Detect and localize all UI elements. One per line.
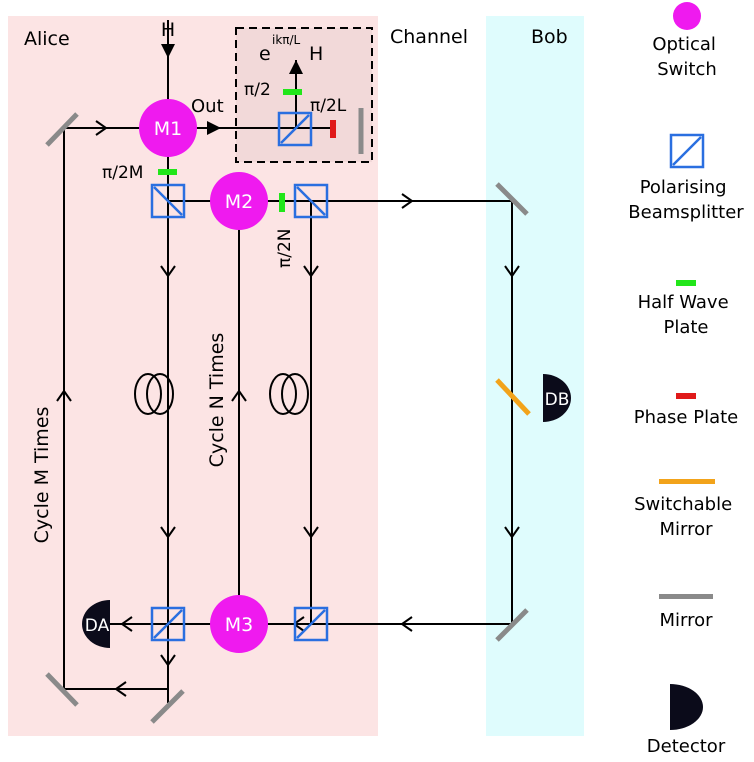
legend-detector-label: Detector <box>647 736 726 757</box>
phase-e-label: e <box>259 43 271 65</box>
direction-arrows <box>56 120 520 697</box>
arrow-down <box>160 526 176 539</box>
legend-hwp-label: Half Wave Plate <box>638 292 735 338</box>
legend-phase-label: Phase Plate <box>634 407 738 428</box>
mirror <box>45 672 79 707</box>
cycle-n-label: Cycle N Times <box>206 333 228 468</box>
pbs-top-right <box>293 183 329 219</box>
arrow-left <box>120 616 133 632</box>
arrow-down <box>160 265 176 278</box>
legend-switchable-icon <box>659 479 715 484</box>
switch-m1-label: M1 <box>154 118 182 140</box>
mirror <box>495 182 529 216</box>
legend-hwp-icon <box>676 280 696 286</box>
arrow-up <box>231 389 247 402</box>
arrow-right <box>401 193 414 209</box>
mirrors <box>45 108 529 724</box>
arrow-left <box>114 681 127 697</box>
legend-detector-icon <box>670 684 703 730</box>
mirror <box>150 689 185 724</box>
arrow-down <box>303 526 319 539</box>
detector-da: DA <box>82 600 110 648</box>
arrow-down <box>504 265 520 278</box>
legend-switchable-label: Switchable Mirror <box>634 494 738 540</box>
pi-2m-label: π/2M <box>102 163 143 183</box>
delay-coil-channel <box>269 373 309 415</box>
mirror <box>495 608 529 642</box>
phase-inset-box <box>235 27 373 163</box>
hwp-pi2 <box>283 89 302 95</box>
detector-db: DB <box>543 374 571 422</box>
arrow-down <box>504 526 520 539</box>
switch-m2-label: M2 <box>225 191 253 213</box>
switch-m2: M2 <box>210 172 268 230</box>
hwp-pi2n <box>279 193 285 212</box>
mirror <box>45 112 79 147</box>
switch-m3-label: M3 <box>225 614 253 636</box>
pbs-inset <box>277 111 313 147</box>
switchable-mirror <box>495 378 531 416</box>
legend-mirror-label: Mirror <box>659 610 713 631</box>
alice-label: Alice <box>24 28 70 50</box>
pi-2l-label: π/2L <box>310 96 347 116</box>
legend-switch-label: Optical Switch <box>652 34 721 80</box>
bob-label: Bob <box>531 26 568 48</box>
out-label: Out <box>191 96 224 117</box>
legend-pbs-label: Polarising Beamsplitter <box>628 177 744 223</box>
arrow-down <box>303 265 319 278</box>
switch-m1: M1 <box>139 99 197 157</box>
phase-h-label: H <box>309 43 323 65</box>
input-h-label: H <box>161 19 175 41</box>
detector-da-label: DA <box>85 616 110 636</box>
legend-mirror-icon <box>659 594 713 599</box>
legend-switch-icon <box>673 2 701 30</box>
cycle-m-label: Cycle M Times <box>31 407 53 544</box>
legend: Optical Switch Polarising Beamsplitter H… <box>628 2 744 757</box>
legend-pbs-icon <box>669 133 705 169</box>
detector-db-label: DB <box>545 390 570 410</box>
inset-up-arrow <box>289 60 303 74</box>
phase-exponent-label: ikπ/L <box>272 33 301 47</box>
delay-coil-alice <box>134 373 174 415</box>
input-arrow <box>161 44 175 58</box>
pbs-top-left <box>150 183 186 219</box>
pbs-bottom-right <box>293 606 329 642</box>
channel-label: Channel <box>390 26 468 48</box>
arrow-right <box>95 120 108 136</box>
pbs-bottom-left <box>150 606 186 642</box>
out-arrow <box>207 121 221 135</box>
pi-2n-label: π/2N <box>275 229 295 269</box>
legend-phase-icon <box>676 393 696 399</box>
bob-region <box>486 16 584 736</box>
arrow-left <box>400 616 413 632</box>
arrow-down <box>160 654 176 667</box>
arrow-up <box>56 389 72 402</box>
hwp-pi2m <box>158 169 177 175</box>
switch-m3: M3 <box>210 595 268 653</box>
phase-plate <box>330 120 336 138</box>
pi-2-label: π/2 <box>244 80 271 100</box>
